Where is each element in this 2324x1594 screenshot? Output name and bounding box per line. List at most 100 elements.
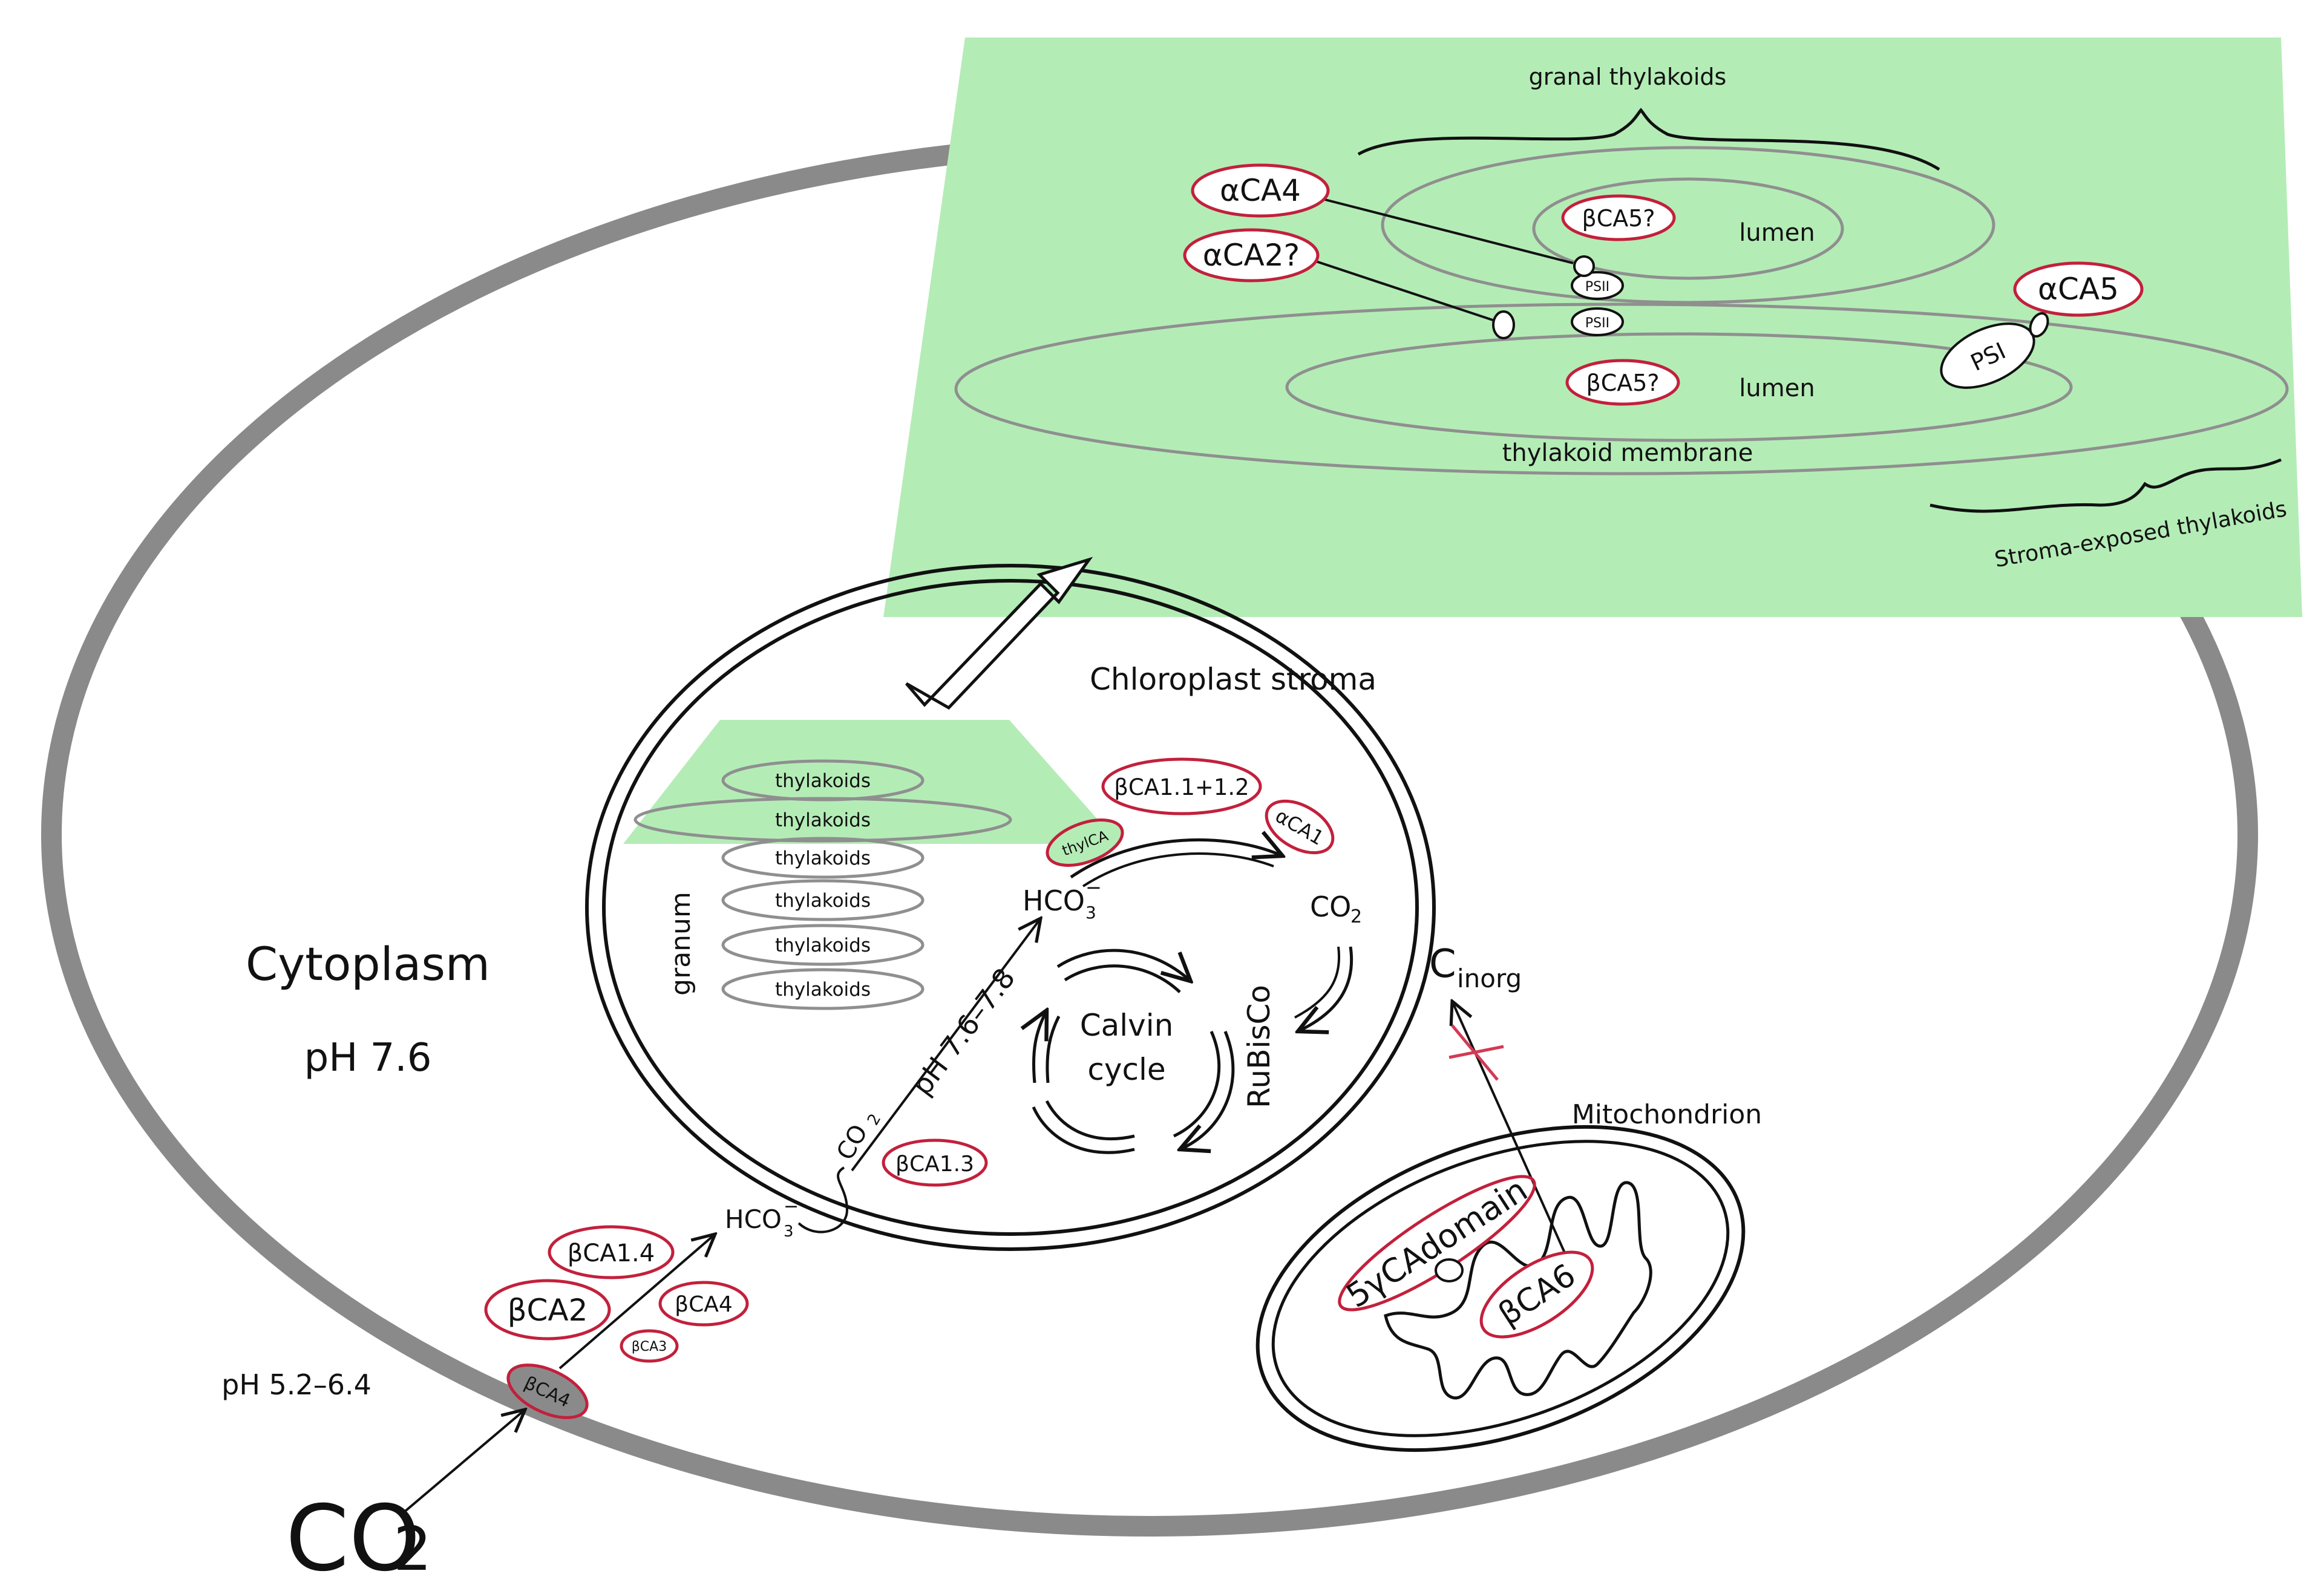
enzyme-beta-ca4-cyto xyxy=(658,1281,749,1327)
enzyme-beta-ca5-lower xyxy=(1565,359,1680,406)
chloroplast-outer-membrane xyxy=(585,564,1436,1251)
hco3-stroma-label: HCO xyxy=(1023,884,1085,917)
hco3-cytoplasm: HCO 3 − xyxy=(725,1196,799,1241)
thylakoid-label: thylakoids xyxy=(775,979,871,1001)
enzyme-beta-ca13 xyxy=(882,1138,988,1187)
mito-to-cinorg-arrow xyxy=(1452,1001,1579,1283)
panel-connectors xyxy=(1315,198,2049,339)
co2-stroma-label: CO xyxy=(1310,890,1351,923)
thylakoid-disc xyxy=(721,879,925,921)
panel-thylakoids xyxy=(954,146,2289,475)
enzyme-alpha-ca5 xyxy=(2013,261,2144,317)
psii-label: PSII xyxy=(1585,279,1609,295)
thylakoid-label: thylakoids xyxy=(775,890,871,912)
co2-stroma: CO 2 xyxy=(1310,890,1362,927)
psii-complex xyxy=(1571,271,1624,300)
cytoplasm-ph-label: pH 7.6 xyxy=(304,1036,432,1080)
hco3-to-co2-arrow-inner xyxy=(1082,852,1274,887)
enzyme-beta-ca5-upper xyxy=(1561,194,1676,241)
enzyme-beta-ca14 xyxy=(548,1225,675,1279)
stroma-brace xyxy=(1930,458,2282,513)
enzyme-beta-ca3 xyxy=(620,1329,679,1363)
co2-outside: CO 2 xyxy=(286,1486,432,1592)
lumen-upper-label: lumen xyxy=(1739,219,1815,247)
chloroplast xyxy=(585,564,1436,1251)
co2-outside-label: CO xyxy=(286,1486,421,1592)
mitochondrion-cristae-icon xyxy=(1384,1181,1652,1400)
stroma-ph-label: pH 7.6–7.8 xyxy=(905,962,1021,1101)
enzyme-alpha-ca4-label: αCA4 xyxy=(1220,173,1301,208)
hco3-stroma: HCO 3 − xyxy=(1023,876,1102,923)
enzyme-beta-ca4-membrane xyxy=(506,1364,589,1419)
hco3-cytoplasm-label: HCO xyxy=(725,1204,782,1234)
rubisco-label: RuBisCo xyxy=(1242,985,1277,1108)
enzyme-beta-ca2 xyxy=(484,1279,611,1341)
stroma-thylakoid-inner xyxy=(1285,332,2073,442)
enzyme-beta-ca5-upper-label: βCA5? xyxy=(1582,205,1655,232)
block-arrow-icon xyxy=(905,557,1093,710)
co2-to-rubisco-arrow-inner xyxy=(1294,946,1340,1019)
co2-stroma-sub: 2 xyxy=(1350,906,1362,927)
enzyme-alpha-ca4 xyxy=(1191,163,1330,218)
cinorg-sub: inorg xyxy=(1457,964,1522,993)
psii-complex xyxy=(1571,307,1624,336)
thylakoid-label: thylakoids xyxy=(775,770,871,792)
hco3-stroma-sub: 3 xyxy=(1085,903,1096,923)
thylakoid-label: thylakoids xyxy=(775,848,871,869)
thylakoid-label: thylakoids xyxy=(775,935,871,956)
stroma-thylakoid-outer xyxy=(954,302,2289,475)
enzyme-alpha-ca5-label: αCA5 xyxy=(2038,272,2119,307)
enzyme-beta-ca2-label: βCA2 xyxy=(508,1293,588,1328)
co2-to-hco3-stroma-arrow xyxy=(851,918,1041,1172)
hco3-cytoplasm-sub: 3 xyxy=(784,1223,794,1241)
thylakoid-disc xyxy=(633,797,1012,843)
mitochondrion xyxy=(1255,1125,1746,1452)
granal-thylakoid-inner xyxy=(1532,177,1844,280)
periplasm-ph-label: pH 5.2–6.4 xyxy=(221,1368,372,1401)
granal-thylakoids-label: granal thylakoids xyxy=(1529,64,1727,90)
lumen-lower-label: lumen xyxy=(1739,374,1815,402)
co2-to-rubisco-arrow xyxy=(1298,946,1353,1031)
granum-stack xyxy=(633,759,1012,1010)
thylakoid-labels: thylakoids thylakoids thylakoids thylako… xyxy=(775,770,871,1001)
enzyme-beta-ca13-label: βCA1.3 xyxy=(895,1152,974,1177)
thylakoid-membrane-label: thylakoid membrane xyxy=(1502,439,1753,467)
psii-label: PSII xyxy=(1585,316,1609,331)
thylakoid-disc xyxy=(721,837,925,879)
hco3-cytoplasm-sup: − xyxy=(784,1196,799,1217)
hco3-to-co2-arrow xyxy=(1070,840,1283,879)
calvin-cycle-label-1: Calvin xyxy=(1080,1008,1174,1043)
enzyme-beta-ca4-cyto-label: βCA4 xyxy=(675,1292,733,1317)
panel-enzymes: αCA4 αCA2? αCA5 βCA5? βCA5? xyxy=(1183,163,2144,406)
enzyme-alpha-ca2-label: αCA2? xyxy=(1203,238,1300,273)
co2-membrane-label: CO xyxy=(831,1120,874,1164)
enzyme-alpha-ca2 xyxy=(1183,228,1320,283)
hco3-stroma-sup: − xyxy=(1085,876,1102,899)
co2-outside-sub: 2 xyxy=(393,1514,432,1584)
mitochondrion-inner-membrane xyxy=(1271,1140,1730,1437)
cinorg-label: C xyxy=(1429,942,1456,987)
stroma-enzymes: βCA1.1+1.2 αCA1 thylCA xyxy=(1046,757,1335,867)
granum-highlight xyxy=(623,720,1119,844)
cycle-arrows-icon xyxy=(1033,949,1235,1154)
thylakoid-disc xyxy=(721,968,925,1010)
enzyme-beta-ca11-12-label: βCA1.1+1.2 xyxy=(1114,774,1249,800)
mito-anchor xyxy=(1435,1258,1464,1282)
chloroplast-inner-membrane xyxy=(602,579,1419,1236)
cytoplasm-enzymes: βCA1.4 βCA2 βCA4 βCA3 βCA4 xyxy=(484,1225,749,1419)
granal-brace xyxy=(1357,108,1940,171)
enzyme-beta-ca6 xyxy=(1479,1250,1594,1339)
enzyme-beta-ca5-lower-label: βCA5? xyxy=(1586,370,1659,396)
mitochondrion-label: Mitochondrion xyxy=(1572,1099,1762,1130)
membrane-loop xyxy=(797,1166,849,1233)
granum-label: granum xyxy=(666,892,696,996)
cytoplasm-to-hco3-arrow xyxy=(558,1234,715,1370)
co2-membrane-sub: 2 xyxy=(864,1111,885,1128)
enzyme-beta-ca11-12 xyxy=(1101,757,1262,815)
cinorg: C inorg xyxy=(1429,942,1522,993)
enzyme-thylca xyxy=(1046,818,1124,867)
enzyme-beta-ca14-label: βCA1.4 xyxy=(568,1240,655,1267)
co2-inflow-arrow xyxy=(401,1409,525,1515)
thylakoid-disc xyxy=(721,924,925,966)
